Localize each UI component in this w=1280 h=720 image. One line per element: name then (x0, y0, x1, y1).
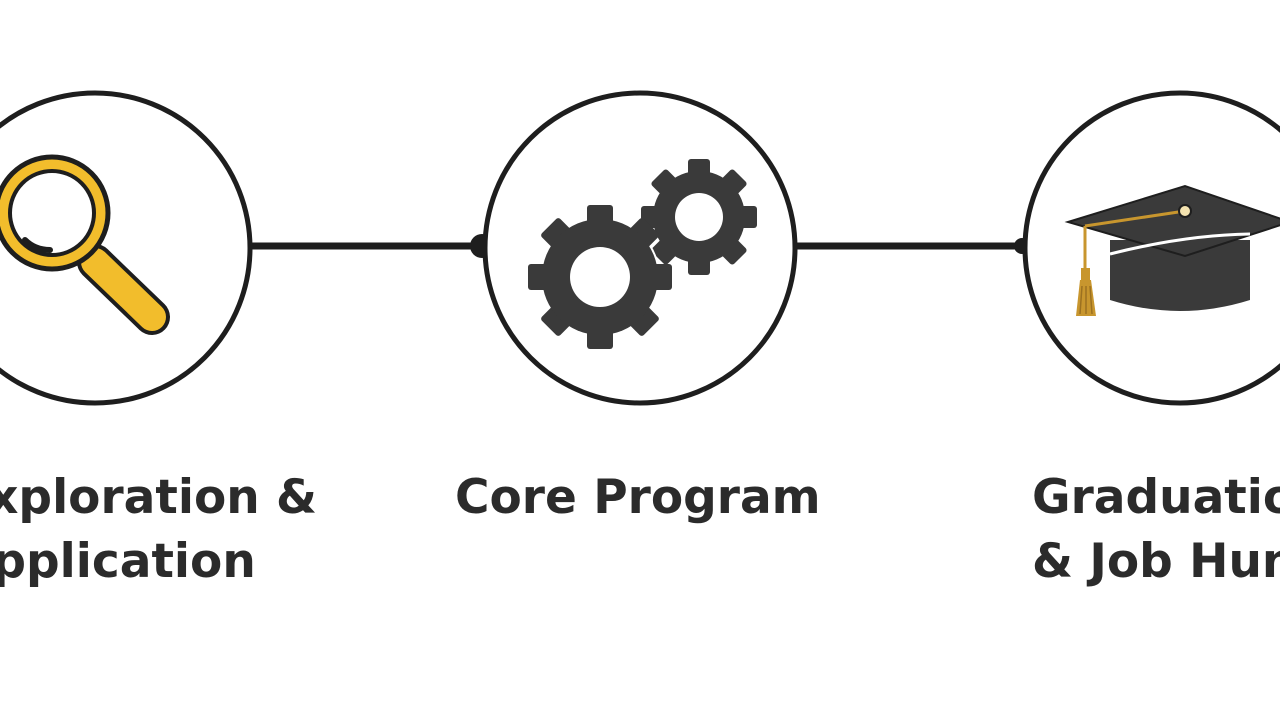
gears-icon (528, 159, 757, 349)
step-label-core-program: Core Program (455, 470, 821, 525)
magnifying-glass-icon (0, 154, 170, 335)
step-label-graduation: Graduation & Job Hunt (1032, 470, 1280, 589)
graduation-cap-icon (1064, 184, 1280, 316)
step-label-exploration: Exploration & Application (0, 470, 318, 589)
